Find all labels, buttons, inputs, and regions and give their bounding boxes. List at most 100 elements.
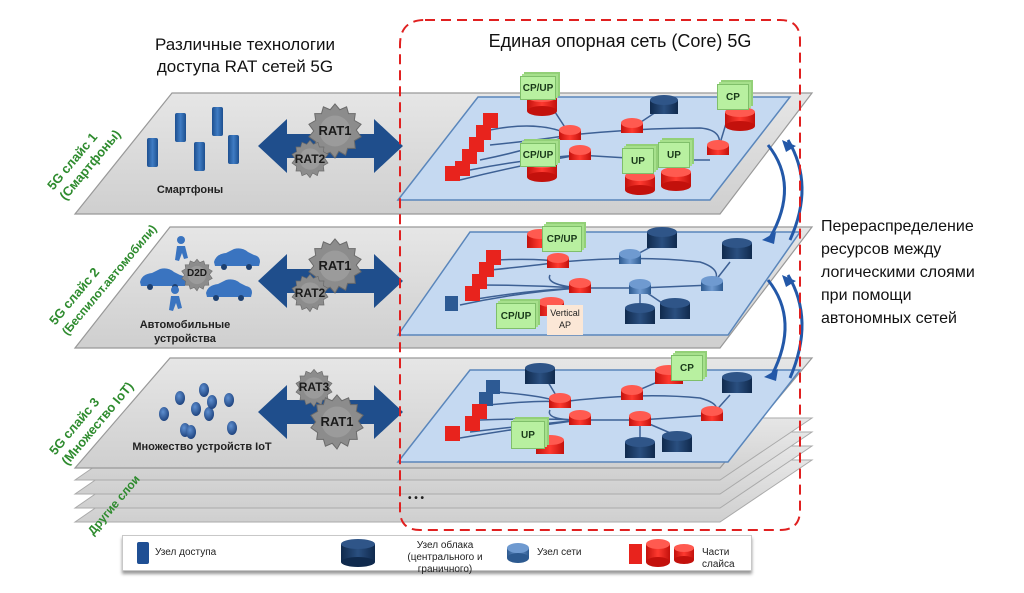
router-icon: [549, 393, 571, 408]
cp-up-box: CP/UP: [520, 76, 556, 100]
cp-box: CP: [717, 84, 749, 110]
cp-up-box: CP/UP: [542, 226, 582, 252]
cloud-node-icon: [625, 303, 655, 324]
pedestrian-icon: [169, 286, 182, 311]
cp-box: CP: [671, 355, 703, 381]
slice-3-rat3-label: RAT3: [298, 380, 330, 394]
cloud-node-icon: [650, 95, 678, 114]
slice-cylinder-icon: [625, 171, 655, 195]
iot-device-icon: [224, 393, 234, 407]
pedestrian-icon: [175, 236, 188, 261]
slice-part-cube-icon: [472, 274, 487, 289]
access-node-legend-icon: [137, 542, 149, 564]
network-node-icon: [619, 249, 641, 264]
slice-1-slice-parts: [445, 92, 755, 195]
cloud-node-icon: [722, 238, 752, 259]
legend-cloud-node: Узел облака (центрального и граничного): [407, 540, 483, 575]
up-box: UP: [622, 148, 654, 174]
smartphone-icon: [194, 142, 205, 171]
resource-redistribution-arrows: [766, 139, 804, 379]
network-node-legend-icon: [507, 543, 529, 563]
slice-part-cube-icon: [469, 137, 484, 152]
cloud-node-icon: [525, 363, 555, 384]
network-node-icon: [629, 279, 651, 294]
slice-2-rat1-label: RAT1: [318, 258, 352, 273]
iot-device-icon: [227, 421, 237, 435]
router-icon: [707, 140, 729, 155]
rat-technologies-title: Различные технологии доступа RAT сетей 5…: [154, 35, 336, 76]
curved-arrow-icon: [786, 274, 804, 379]
router-icon: [559, 125, 581, 140]
curved-arrow-icon: [766, 144, 786, 239]
cloud-node-icon: [660, 298, 690, 319]
slice-part-cube-icon: [476, 125, 491, 140]
up-box: UP: [511, 421, 545, 449]
access-node-icon: [479, 392, 493, 406]
vehicles-label: Автомобильные устройства: [139, 319, 231, 345]
iot-device-icon: [186, 425, 196, 439]
iot-device-icon: [207, 395, 217, 409]
iot-device-icon: [175, 391, 185, 405]
smartphones-group: [147, 107, 239, 171]
vertical-ap-box: Vertical AP: [547, 305, 583, 335]
smartphone-icon: [212, 107, 223, 136]
cp-up-box: CP/UP: [496, 303, 536, 329]
cloud-node-icon: [662, 431, 692, 452]
slice-part-cube-icon: [465, 286, 480, 301]
router-icon: [701, 406, 723, 421]
arrowhead-icon: [782, 275, 796, 287]
iot-devices-label: Множество устройств IoT: [132, 441, 272, 453]
cloud-node-icon: [647, 227, 677, 248]
legend-access-node: Узел доступа: [155, 547, 217, 558]
smartphone-icon: [228, 135, 239, 164]
car-icon: [206, 279, 252, 301]
router-icon: [621, 385, 643, 400]
redistribution-note: Перераспределение ресурсов между логичес…: [821, 218, 975, 327]
iot-device-icon: [199, 383, 209, 397]
network-node-icon: [701, 276, 723, 291]
router-icon: [569, 278, 591, 293]
slice-part-cube-icon: [472, 404, 487, 419]
slice-3-nodes: [445, 363, 752, 458]
slice-part-cube-icon: [483, 113, 498, 128]
iot-device-icon: [191, 402, 201, 416]
arrowhead-icon: [762, 232, 776, 244]
smartphones-label: Смартфоны: [156, 184, 224, 196]
slice-1-rat1-label: RAT1: [318, 123, 352, 138]
slice-part-cube-icon: [486, 250, 501, 265]
slice-part-cube-icon: [465, 416, 480, 431]
cloud-node-icon: [625, 437, 655, 458]
core-network-boundary: [399, 19, 801, 531]
core-network-title: Единая опорная сеть (Core) 5G: [488, 31, 752, 51]
arrowhead-icon: [764, 369, 778, 381]
smartphone-icon: [147, 138, 158, 167]
arrowhead-icon: [782, 140, 796, 152]
iot-device-icon: [204, 407, 214, 421]
slice-part-cube-icon: [479, 262, 494, 277]
curved-arrow-icon: [786, 139, 804, 241]
slice-part-cube-icon: [445, 166, 460, 181]
slice-part-cube-icon: [462, 149, 477, 164]
router-icon: [547, 253, 569, 268]
slice-cylinder-icon: [725, 107, 755, 131]
router-icon: [629, 411, 651, 426]
router-icon: [621, 118, 643, 133]
slice-1-rat2-label: RAT2: [294, 152, 326, 166]
slice-part-cube-icon: [445, 426, 460, 441]
iot-devices-group: [159, 383, 237, 439]
car-icon: [214, 248, 260, 270]
legend: Узел доступа Узел облака (центрального и…: [122, 535, 752, 575]
legend-slice-parts: Части слайса: [702, 547, 735, 570]
vehicles-group: [140, 236, 260, 311]
access-node-icon: [445, 296, 458, 311]
router-icon: [569, 410, 591, 425]
cp-up-box: CP/UP: [520, 143, 556, 167]
slice-2-rat2-label: RAT2: [294, 286, 326, 300]
slice-3-rat1-label: RAT1: [320, 414, 354, 429]
ellipsis-indicator: • • •: [408, 493, 425, 504]
slice-cylinder-icon: [661, 167, 691, 191]
legend-network-node: Узел сети: [537, 547, 582, 558]
cloud-node-icon: [722, 372, 752, 393]
iot-device-icon: [159, 407, 169, 421]
smartphone-icon: [175, 113, 186, 142]
